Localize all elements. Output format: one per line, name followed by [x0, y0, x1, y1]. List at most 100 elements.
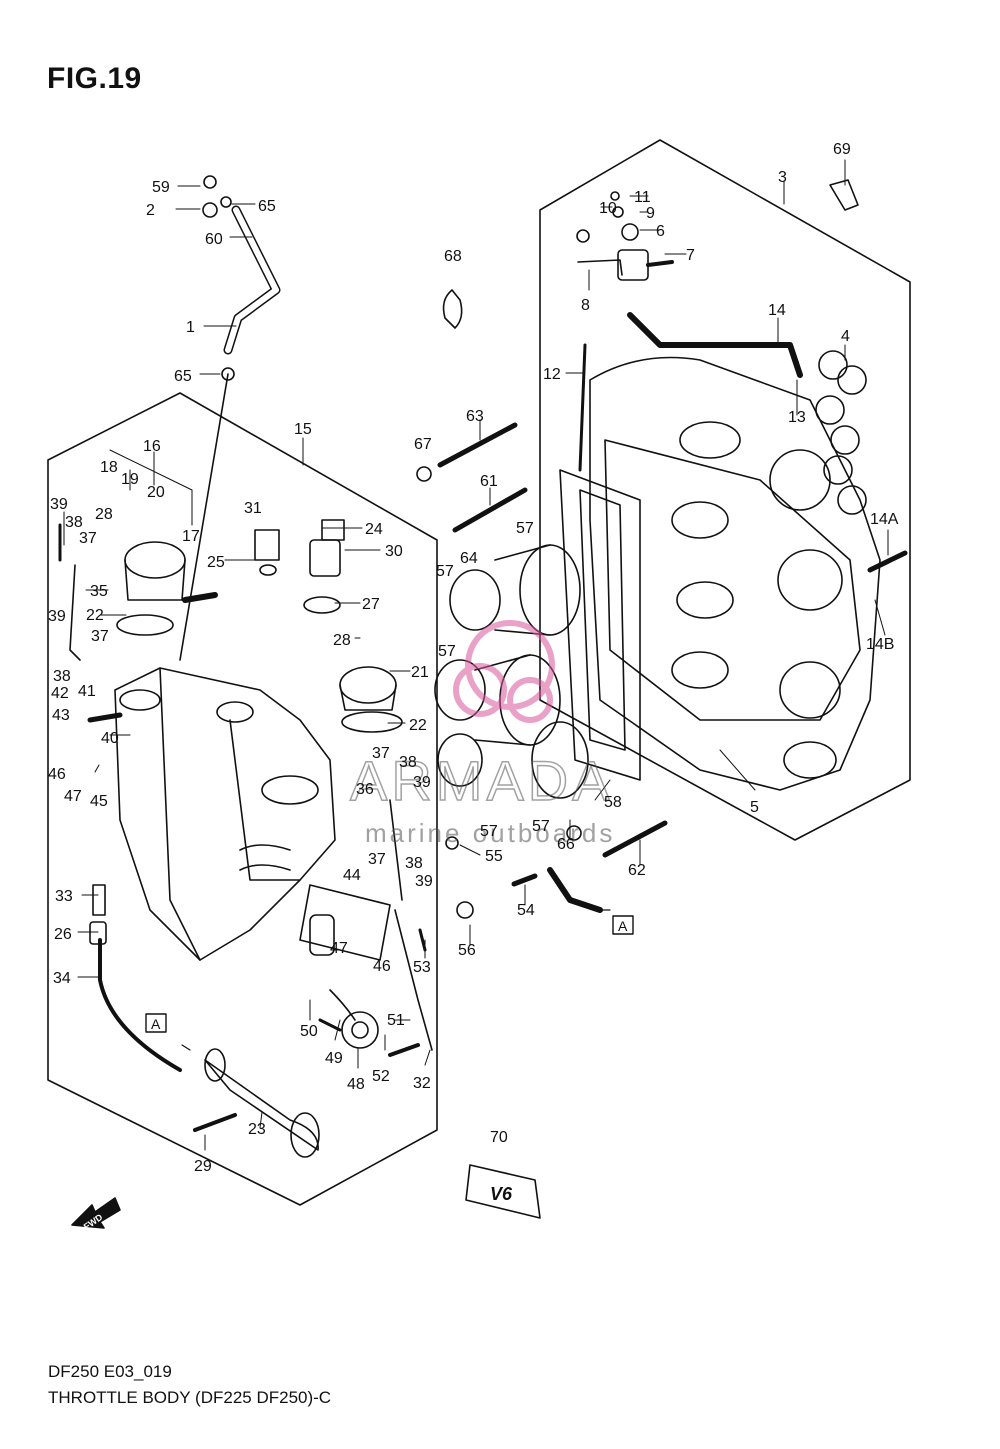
figure-title: FIG.19 [47, 62, 142, 95]
callout-49: 49 [325, 1050, 343, 1067]
throttle-body [339, 666, 397, 704]
callout-10: 10 [599, 200, 617, 217]
callout-37: 37 [368, 851, 386, 868]
callout-33: 33 [55, 888, 73, 905]
callout-28: 28 [95, 506, 113, 523]
right-assembly-frame [539, 139, 911, 841]
callout-44: 44 [343, 867, 361, 884]
callout-24: 24 [365, 521, 383, 538]
diagram-code: DF250 E03_019 [48, 1362, 172, 1381]
callout-45: 45 [90, 793, 108, 810]
callout-57: 57 [516, 520, 534, 537]
callout-62: 62 [628, 862, 646, 879]
callout-57: 57 [438, 643, 456, 660]
o-ring-set [815, 350, 867, 515]
callout-69: 69 [833, 141, 851, 158]
callout-53: 53 [413, 959, 431, 976]
v6-emblem [465, 1164, 541, 1219]
callout-39: 39 [413, 774, 431, 791]
callout-61: 61 [480, 473, 498, 490]
reference-mark-a-right: A [618, 918, 628, 934]
callout-60: 60 [205, 231, 223, 248]
callout-47: 47 [330, 940, 348, 957]
callout-14b: 14B [866, 636, 894, 653]
callout-54: 54 [517, 902, 535, 919]
callout-3: 3 [778, 169, 787, 186]
callout-55: 55 [485, 848, 503, 865]
callout-39: 39 [50, 496, 68, 513]
callout-37: 37 [79, 530, 97, 547]
callout-68: 68 [444, 248, 462, 265]
callout-25: 25 [207, 554, 225, 571]
callout-59: 59 [152, 179, 170, 196]
emblem-label: V6 [490, 1184, 513, 1204]
callout-4: 4 [841, 328, 850, 345]
callout-15: 15 [294, 421, 312, 438]
callout-38: 38 [53, 668, 71, 685]
canister [204, 1059, 319, 1151]
callout-43: 43 [52, 707, 70, 724]
callout-65: 65 [174, 368, 192, 385]
callout-58: 58 [604, 794, 622, 811]
callout-38: 38 [405, 855, 423, 872]
callout-38: 38 [399, 754, 417, 771]
callout-46: 46 [373, 958, 391, 975]
diagram-caption: THROTTLE BODY (DF225 DF250)-C [48, 1388, 332, 1407]
callout-14a: 14A [870, 511, 899, 528]
callout-19: 19 [121, 471, 139, 488]
callout-37: 37 [372, 745, 390, 762]
callout-66: 66 [557, 836, 575, 853]
callout-42: 42 [51, 685, 69, 702]
callout-18: 18 [100, 459, 118, 476]
callout-52: 52 [372, 1068, 390, 1085]
callout-40: 40 [101, 730, 119, 747]
callout-23: 23 [248, 1121, 266, 1138]
callout-31: 31 [244, 500, 262, 517]
callout-39: 39 [415, 873, 433, 890]
callout-41: 41 [78, 683, 96, 700]
callout-36: 36 [356, 781, 374, 798]
callout-6: 6 [656, 223, 665, 240]
callout-1: 1 [186, 319, 195, 336]
callout-14: 14 [768, 302, 786, 319]
callout-50: 50 [300, 1023, 318, 1040]
watermark-brand: ARMADA [350, 749, 614, 812]
callout-17: 17 [182, 528, 200, 545]
callout-20: 20 [147, 484, 165, 501]
callout-5: 5 [750, 799, 759, 816]
callout-64: 64 [460, 550, 478, 567]
callout-9: 9 [646, 205, 655, 222]
callout-26: 26 [54, 926, 72, 943]
callout-30: 30 [385, 543, 403, 560]
callout-22: 22 [409, 717, 427, 734]
callout-34: 34 [53, 970, 71, 987]
callout-11: 11 [634, 189, 651, 206]
callout-65: 65 [258, 198, 276, 215]
callout-57: 57 [436, 563, 454, 580]
callout-39: 39 [48, 608, 66, 625]
callout-29: 29 [194, 1158, 212, 1175]
callout-27: 27 [362, 596, 380, 613]
callout-2: 2 [146, 202, 155, 219]
callout-46: 46 [48, 766, 66, 783]
reference-mark-a-left: A [151, 1016, 161, 1032]
callout-37: 37 [91, 628, 109, 645]
left-assembly-frame [47, 392, 438, 1206]
callout-38: 38 [65, 514, 83, 531]
gasket-frame [559, 469, 641, 781]
callout-13: 13 [788, 409, 806, 426]
callout-56: 56 [458, 942, 476, 959]
watermark-tagline: marine outboards [365, 818, 615, 848]
fwd-arrow [71, 1197, 121, 1229]
intake-manifold [114, 667, 336, 961]
callout-67: 67 [414, 436, 432, 453]
clip [442, 289, 463, 329]
callout-51: 51 [387, 1012, 405, 1029]
callout-22: 22 [86, 607, 104, 624]
callout-7: 7 [686, 247, 695, 264]
callout-32: 32 [413, 1075, 431, 1092]
callout-28: 28 [333, 632, 351, 649]
manifold-plate [589, 356, 881, 791]
